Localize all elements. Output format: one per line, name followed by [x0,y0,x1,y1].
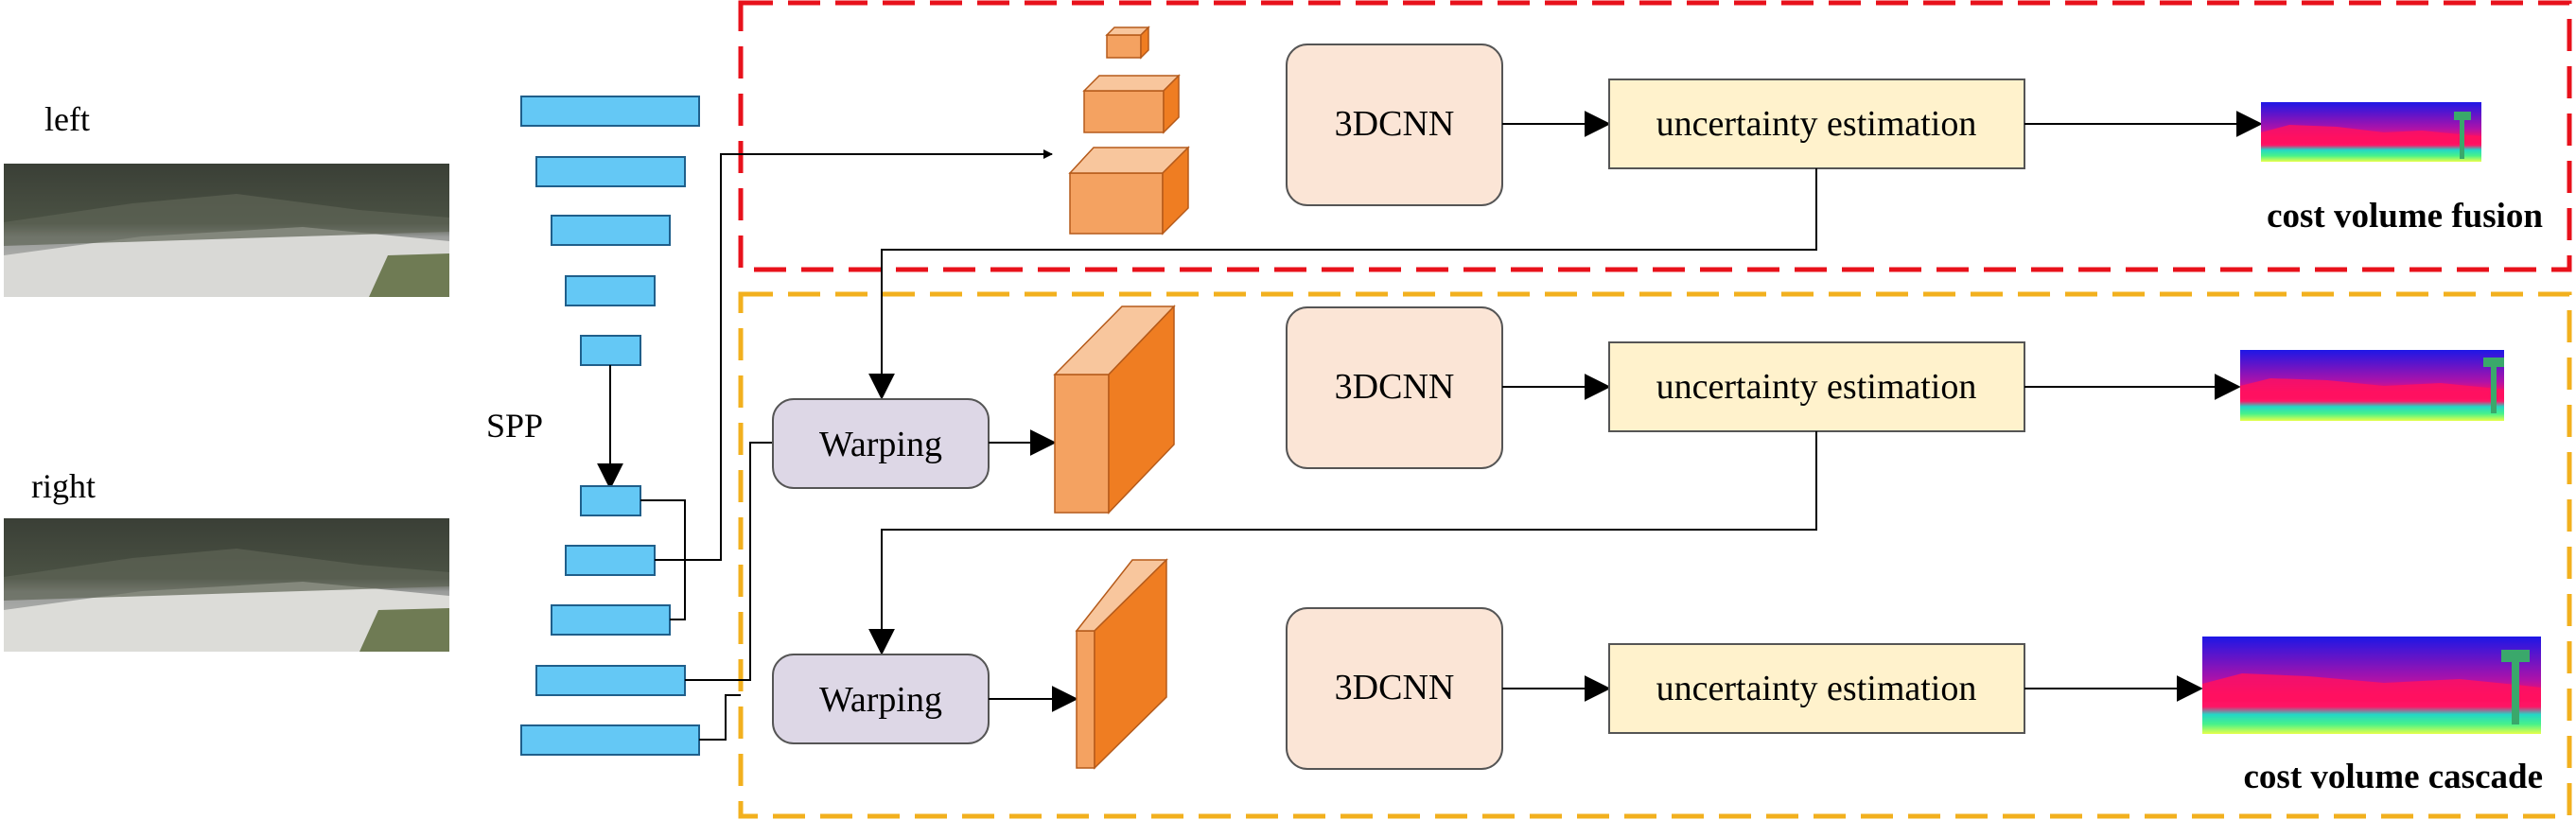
feature-bar [580,335,641,366]
left-image [4,164,449,297]
spp-upper-pyramid [520,96,700,366]
feature-bar [535,156,686,187]
uncertainty-block-1 [1608,79,2025,169]
cost-volume-pyramid-icon [1068,26,1190,236]
cost-volume-slab-2 [1075,558,1168,770]
uncertainty-block-3 [1608,643,2025,734]
feature-bar [565,545,656,576]
disparity-map-3 [2202,637,2541,734]
uncertainty-label-2: uncertainty estimation [1656,367,1977,407]
right-label: right [31,467,96,505]
uncertainty-label-3: uncertainty estimation [1656,669,1977,708]
fusion-caption: cost volume fusion [2267,197,2543,236]
row-3: 3DCNN uncertainty estimation [1286,607,2203,770]
row-2: 3DCNN uncertainty estimation [1286,306,2241,469]
feature-bar [520,96,700,127]
disparity-map-1 [2261,102,2481,162]
warping-label-2: Warping [819,680,942,720]
feature-bar [520,724,700,756]
cascade-caption: cost volume cascade [2244,758,2544,796]
right-image [4,518,449,652]
row-1: 3DCNN uncertainty estimation [1286,44,2263,206]
feature-bar [551,215,671,246]
fusion-region-border [738,0,2572,272]
left-label: left [44,100,90,138]
feedback-connectors [868,168,1817,655]
feature-bar [551,604,671,636]
cascade-region-border [738,291,2572,819]
cost-volume-slab-1 [1053,305,1176,515]
warping-label-1: Warping [819,425,942,464]
feature-bar [565,275,656,306]
3dcnn-label-3: 3DCNN [1335,668,1455,707]
uncertainty-label-1: uncertainty estimation [1656,104,1977,144]
3dcnn-label-2: 3DCNN [1335,367,1455,407]
disparity-map-2 [2240,350,2504,421]
feature-bar [535,665,686,696]
spp-label: SPP [486,407,543,445]
feature-bar [580,485,641,516]
3dcnn-label-1: 3DCNN [1335,104,1455,144]
pyramid-connectors [640,149,1053,741]
